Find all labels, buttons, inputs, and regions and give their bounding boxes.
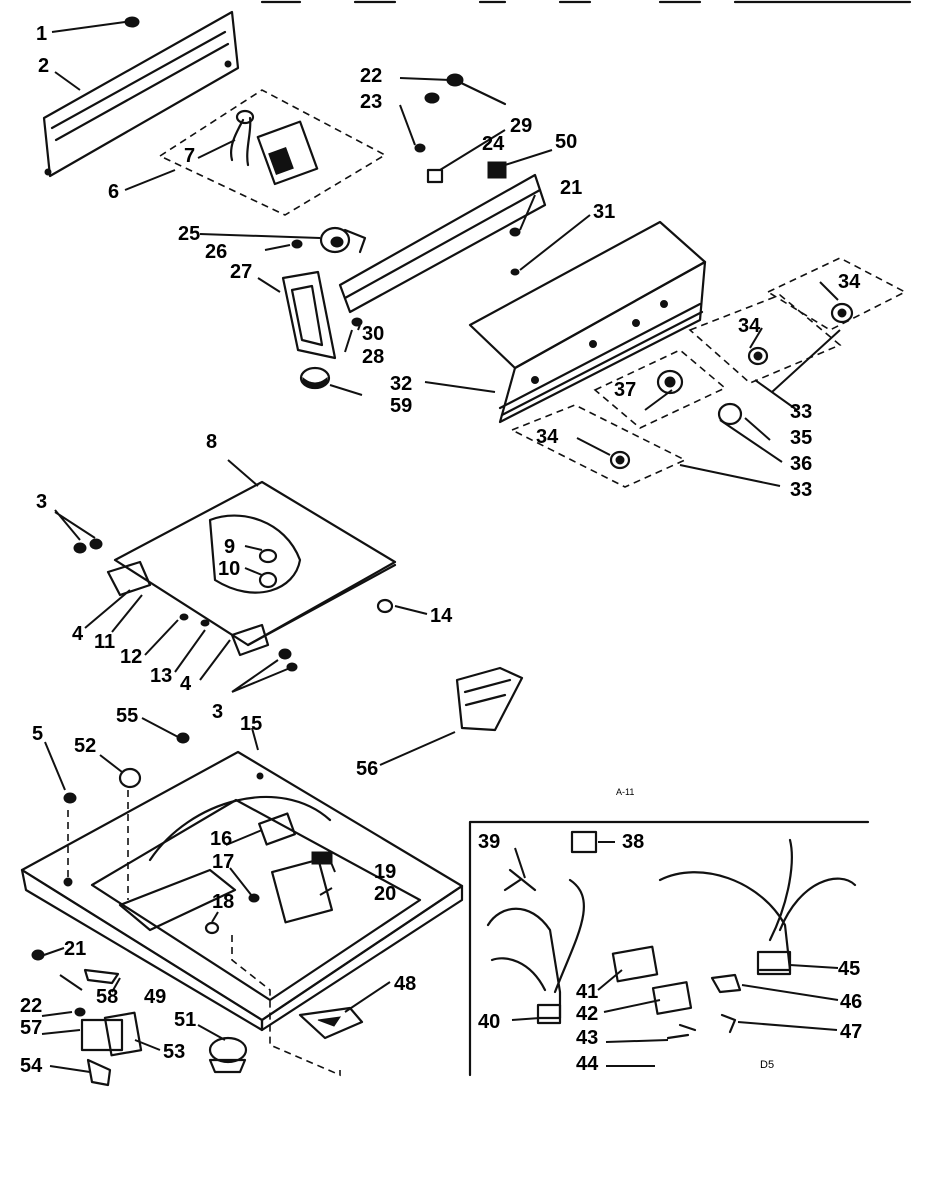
screw-26 — [291, 239, 303, 249]
callout-25: 25 — [178, 223, 200, 245]
callout-21b: 21 — [64, 938, 86, 960]
callout-58: 58 — [96, 986, 118, 1008]
callout-49: 49 — [144, 986, 166, 1008]
callout-23: 23 — [360, 91, 382, 113]
callout-22: 22 — [360, 65, 382, 87]
callout-9: 9 — [224, 536, 235, 558]
callout-33b: 33 — [790, 479, 812, 501]
callout-39: 39 — [478, 831, 500, 853]
control-console-32 — [468, 220, 707, 424]
callout-54: 54 — [20, 1055, 43, 1077]
callout-4a: 4 — [72, 623, 84, 645]
callout-27: 27 — [230, 261, 252, 283]
callout-31: 31 — [593, 201, 615, 223]
callout-20: 20 — [374, 883, 396, 905]
callout-41: 41 — [576, 981, 598, 1003]
callout-26: 26 — [205, 241, 227, 263]
top-lid-8 — [106, 480, 397, 657]
callout-10: 10 — [218, 558, 240, 580]
callout-5: 5 — [32, 723, 43, 745]
fill-switch-knob-25 — [319, 226, 367, 254]
lower-left-parts — [31, 949, 364, 1087]
callout-4b: 4 — [180, 673, 192, 695]
knob-groups-33-34 — [510, 257, 907, 488]
callout-7: 7 — [184, 145, 195, 167]
wiring-harnesses — [486, 830, 857, 1040]
callout-47: 47 — [840, 1021, 862, 1043]
callout-2: 2 — [38, 55, 49, 77]
callout-34a: 34 — [838, 271, 861, 293]
callout-8: 8 — [206, 431, 217, 453]
callout-17: 17 — [212, 851, 234, 873]
callout-29: 29 — [510, 115, 532, 137]
callout-18: 18 — [212, 891, 234, 913]
callout-56: 56 — [356, 758, 378, 780]
knob-59 — [299, 366, 331, 390]
callout-3b: 3 — [212, 701, 223, 723]
callout-40: 40 — [478, 1011, 500, 1033]
callout-43: 43 — [576, 1027, 598, 1049]
callout-42: 42 — [576, 1003, 598, 1025]
inset-code: D5 — [760, 1059, 774, 1071]
callout-15: 15 — [240, 713, 262, 735]
callout-35: 35 — [790, 427, 812, 449]
drawing-code: A-11 — [616, 787, 634, 797]
callout-labels: 1 2 6 7 22 23 29 24 50 21 31 25 26 27 30… — [20, 23, 862, 1077]
callout-59: 59 — [390, 395, 412, 417]
callout-16: 16 — [210, 828, 232, 850]
callout-6: 6 — [108, 181, 119, 203]
callout-57: 57 — [20, 1017, 42, 1039]
rear-panel-plate — [42, 10, 240, 178]
callout-53: 53 — [163, 1041, 185, 1063]
cabinet-components — [63, 732, 341, 1077]
callout-1: 1 — [36, 23, 47, 45]
callout-19: 19 — [374, 861, 396, 883]
callout-22b: 22 — [20, 995, 42, 1017]
callout-13: 13 — [150, 665, 172, 687]
callout-38: 38 — [622, 831, 644, 853]
callout-12: 12 — [120, 646, 142, 668]
callout-52: 52 — [74, 735, 96, 757]
leader-lines — [41, 21, 841, 1073]
callout-46: 46 — [840, 991, 862, 1013]
wiring-inset-frame — [468, 820, 870, 1077]
callout-21: 21 — [560, 177, 582, 199]
callout-50: 50 — [555, 131, 577, 153]
filter-56 — [455, 666, 524, 732]
screw-part-1 — [124, 16, 140, 28]
callout-55: 55 — [116, 705, 138, 727]
callout-3a: 3 — [36, 491, 47, 513]
callout-34c: 34 — [536, 426, 559, 448]
callout-45: 45 — [838, 958, 860, 980]
callout-32: 32 — [390, 373, 412, 395]
callout-36: 36 — [790, 453, 812, 475]
callout-44: 44 — [576, 1053, 599, 1075]
timer-mount-group — [158, 89, 387, 216]
callout-51: 51 — [174, 1009, 196, 1031]
switch-bracket — [338, 161, 547, 314]
cabinet-top-15 — [20, 750, 464, 1032]
callout-48: 48 — [394, 973, 416, 995]
callout-34b: 34 — [738, 315, 761, 337]
callout-14: 14 — [430, 605, 453, 627]
callout-37: 37 — [614, 379, 636, 401]
callout-33a: 33 — [790, 401, 812, 423]
callout-30: 30 — [362, 323, 384, 345]
callout-28: 28 — [362, 346, 384, 368]
callout-11: 11 — [94, 631, 115, 653]
knob-screws-upper — [414, 73, 507, 153]
door-handle-27 — [281, 270, 363, 360]
callout-24: 24 — [482, 133, 505, 155]
